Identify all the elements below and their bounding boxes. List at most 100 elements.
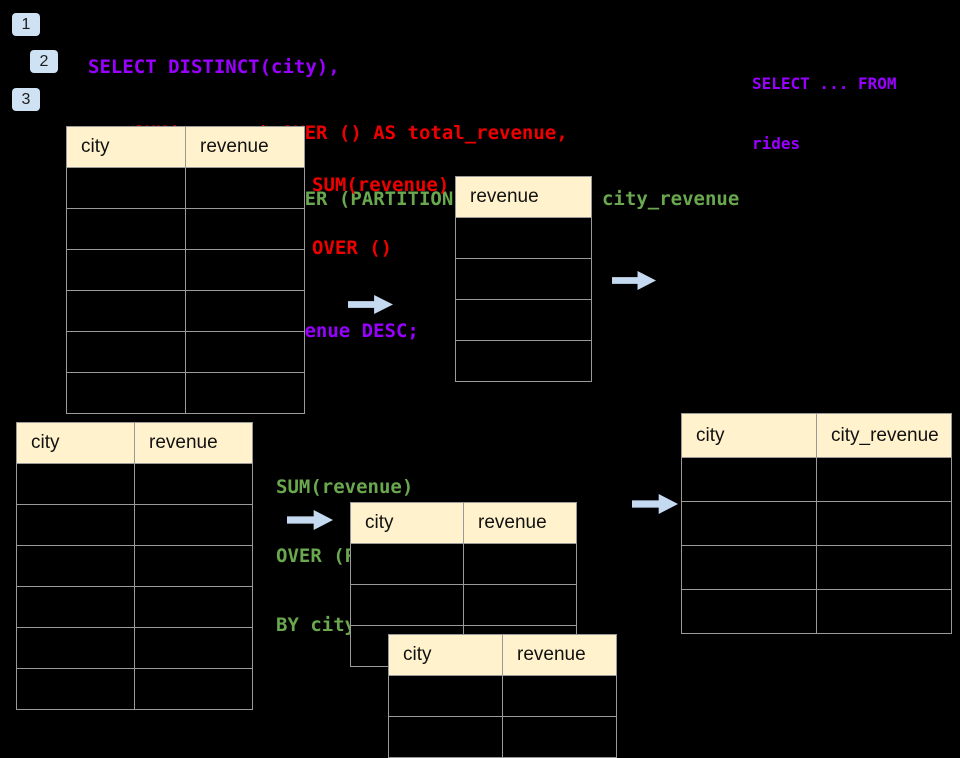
table-row <box>16 586 253 628</box>
table-cell-empty <box>185 208 305 250</box>
table-cell-empty <box>16 504 135 546</box>
table-cell-empty <box>134 668 253 710</box>
table-cell-empty <box>66 290 186 332</box>
table-row <box>16 463 253 505</box>
column-header: revenue <box>463 502 577 544</box>
table-cell-empty <box>463 543 577 585</box>
table-cell-empty <box>816 457 952 502</box>
table-cell-empty <box>816 545 952 590</box>
table-cell-empty <box>455 340 592 382</box>
annotation-total-line-2: OVER () <box>312 237 393 259</box>
column-header: city <box>681 413 817 458</box>
side-note-select-from-rides: SELECT ... FROM rides <box>752 34 897 194</box>
table-cell-empty <box>185 331 305 373</box>
table-cell-empty <box>66 208 186 250</box>
table-cell-empty <box>66 167 186 209</box>
table-row <box>66 208 305 250</box>
table-cell-empty <box>185 290 305 332</box>
table-cell-empty <box>681 545 817 590</box>
table-cell-empty <box>388 716 503 758</box>
table-row <box>388 716 617 758</box>
table-cell-empty <box>681 457 817 502</box>
table-cell-empty <box>134 627 253 669</box>
table-row <box>16 545 253 587</box>
table-cell-empty <box>455 299 592 341</box>
table-row <box>16 504 253 546</box>
table-cell-empty <box>66 249 186 291</box>
table-cell-empty <box>134 586 253 628</box>
annotation-total-line-1: SUM(revenue) <box>312 174 450 196</box>
annotation-partition-line-1: SUM(revenue) <box>276 476 414 498</box>
table-row <box>455 217 592 259</box>
table-row <box>388 675 617 717</box>
column-header: city_revenue <box>816 413 952 458</box>
table-cell-empty <box>16 463 135 505</box>
table-cell-empty <box>16 627 135 669</box>
table-cell-empty <box>185 249 305 291</box>
table-cell-empty <box>350 584 464 626</box>
table-cell-empty <box>816 589 952 634</box>
table-total-revenue-result: revenue <box>455 176 592 382</box>
column-header: city <box>388 634 503 676</box>
table-row <box>455 258 592 300</box>
table-cell-empty <box>185 372 305 414</box>
table-cell-empty <box>502 675 617 717</box>
sql-line-select: SELECT DISTINCT(city), <box>88 56 340 78</box>
table-row <box>66 372 305 414</box>
column-header: revenue <box>134 422 253 464</box>
table-row <box>16 627 253 669</box>
table-row <box>455 340 592 382</box>
table-cell-empty <box>134 504 253 546</box>
table-row <box>66 249 305 291</box>
arrow-right-icon-4 <box>632 494 678 514</box>
table-cell-empty <box>134 545 253 587</box>
table-cell-empty <box>681 501 817 546</box>
annotation-total-window: SUM(revenue) OVER () <box>312 133 449 301</box>
table-cell-empty <box>134 463 253 505</box>
table-row <box>681 457 952 502</box>
step-badge-1: 1 <box>12 13 40 36</box>
step-badge-2: 2 <box>30 50 58 73</box>
table-cell-empty <box>16 668 135 710</box>
table-row <box>681 545 952 590</box>
slide-canvas: 1 2 3 SELECT DISTINCT(city), SUM(revenue… <box>12 13 952 758</box>
side-note-line-2: rides <box>752 134 801 153</box>
table-row <box>16 668 253 710</box>
table-cell-empty <box>350 543 464 585</box>
table-cell-empty <box>66 372 186 414</box>
column-header: revenue <box>455 176 592 218</box>
column-header: city <box>350 502 464 544</box>
table-cell-empty <box>16 586 135 628</box>
side-note-line-1: SELECT ... FROM <box>752 74 897 93</box>
table-row <box>66 290 305 332</box>
table-cell-empty <box>681 589 817 634</box>
table-row <box>350 543 577 585</box>
table-row <box>66 331 305 373</box>
table-cell-empty <box>455 258 592 300</box>
column-header: revenue <box>185 126 305 168</box>
table-row <box>350 584 577 626</box>
table-cell-empty <box>66 331 186 373</box>
table-cell-empty <box>388 675 503 717</box>
column-header: revenue <box>502 634 617 676</box>
table-cell-empty <box>16 545 135 587</box>
table-row <box>681 501 952 546</box>
table-row <box>66 167 305 209</box>
table-cell-empty <box>455 217 592 259</box>
table-cell-empty <box>185 167 305 209</box>
table-row <box>455 299 592 341</box>
table-cell-empty <box>816 501 952 546</box>
table-header-row: revenue <box>455 176 592 218</box>
table-cell-empty <box>502 716 617 758</box>
column-header: city <box>66 126 186 168</box>
table-row <box>681 589 952 634</box>
